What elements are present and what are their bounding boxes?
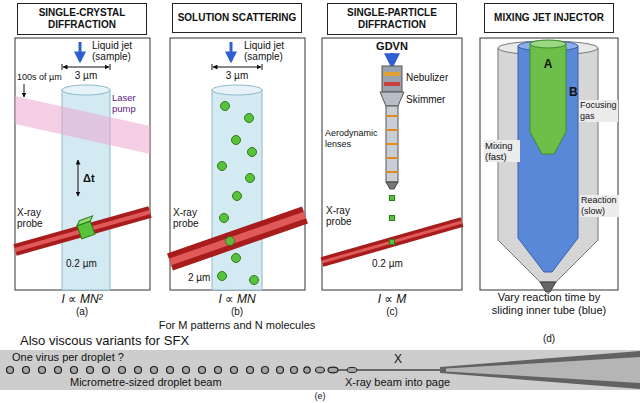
channel-label: A xyxy=(538,58,558,72)
panel-letter: (e) xyxy=(300,391,340,402)
formula: I ∝ MN² xyxy=(42,293,122,306)
note-text: Also viscous variants for SFX xyxy=(20,333,189,348)
panel-letter: (b) xyxy=(217,306,257,318)
beam-label: X-ray probe xyxy=(173,207,209,229)
panel-header: SOLUTION SCATTERING xyxy=(172,3,302,33)
note-text: Vary reaction time by sliding inner tube… xyxy=(487,291,611,317)
dimension-label: 0.2 µm xyxy=(66,258,97,270)
panel-header: MIXING JET INJECTOR xyxy=(484,3,614,33)
header-text: MIXING JET INJECTOR xyxy=(494,12,604,24)
header-text: SOLUTION SCATTERING xyxy=(178,12,297,24)
jet-label: Liquid jet (sample) xyxy=(244,40,302,62)
header-text: SINGLE-PARTICLE DIFFRACTION xyxy=(332,7,452,31)
formula: I ∝ MN xyxy=(197,293,277,306)
device-label: Nebulizer xyxy=(406,72,448,84)
jet-label: Liquid jet (sample) xyxy=(92,40,150,62)
beam-label: X-ray probe xyxy=(326,205,362,227)
panel-letter: (d) xyxy=(529,333,569,345)
beam-label: Laser pump xyxy=(112,92,148,114)
region-label: Focusing gas xyxy=(579,100,618,122)
photo-label: One virus per droplet ? xyxy=(12,351,124,364)
photo-label: X xyxy=(388,352,408,366)
delay-label: Δt xyxy=(83,172,95,185)
device-label: GDVN xyxy=(367,40,417,52)
formula: I ∝ M xyxy=(352,293,432,306)
dimension-label: 3 µm xyxy=(217,70,257,82)
beam-label: X-ray probe xyxy=(17,207,53,229)
dimension-label: 2 µm xyxy=(188,272,210,284)
dimension-label: 0.2 µm xyxy=(372,258,403,270)
panel-letter: (a) xyxy=(62,306,102,318)
photo-label: X-ray beam into page xyxy=(345,376,450,389)
device-label: Skimmer xyxy=(406,94,445,106)
header-text: SINGLE-CRYSTAL DIFFRACTION xyxy=(22,7,142,31)
panel-letter: (c) xyxy=(372,306,412,318)
panel-header: SINGLE-CRYSTAL DIFFRACTION xyxy=(17,3,147,35)
device-label: Aerodynamic lenses xyxy=(325,128,381,150)
dimension-label: 3 µm xyxy=(66,70,106,82)
channel-label: B xyxy=(569,86,578,100)
region-label: Mixing (fast) xyxy=(484,140,520,162)
region-label: Reaction (slow) xyxy=(580,195,619,217)
photo-label: Micrometre-sized droplet beam xyxy=(70,376,222,389)
panel-header: SINGLE-PARTICLE DIFFRACTION xyxy=(327,3,457,35)
dimension-label: 100s of µm xyxy=(17,72,62,83)
note-text: For M patterns and N molecules xyxy=(142,319,332,332)
